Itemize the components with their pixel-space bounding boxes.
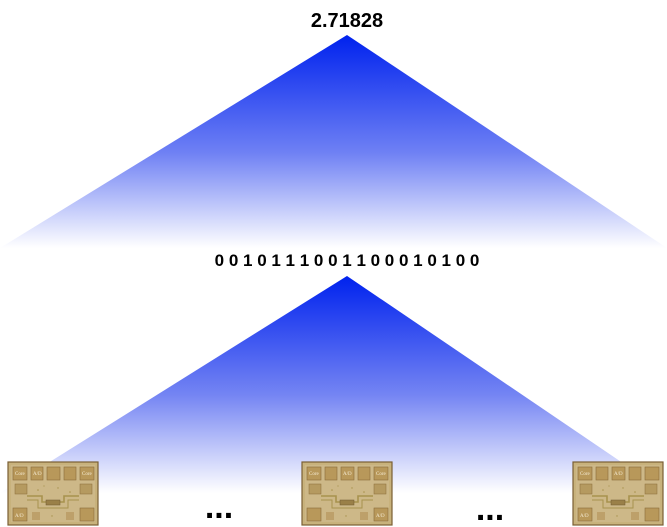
ellipsis-left: ... <box>205 488 233 526</box>
chip-label-ad: A/D <box>33 472 42 477</box>
chip-die-center: Core A/D Core A/D <box>301 461 393 526</box>
chip-label-ad: A/D <box>343 472 352 477</box>
chip-label-ad: A/D <box>580 514 589 519</box>
bit-string-label: 0 0 1 0 1 1 1 0 0 1 1 0 0 0 1 0 1 0 0 <box>215 251 480 270</box>
top-value-label: 2.71828 <box>311 10 383 32</box>
chip-label-ad: A/D <box>614 472 623 477</box>
upper-abstraction-triangle <box>0 35 667 248</box>
chip-die-left: Core A/D Core A/D <box>7 461 99 526</box>
chip-label-core: Core <box>376 472 387 477</box>
chip-label-core: Core <box>309 472 320 477</box>
chip-label-core: Core <box>82 472 93 477</box>
chip-label-core: Core <box>15 472 26 477</box>
ellipsis-right: ... <box>476 490 504 527</box>
lower-abstraction-triangle <box>0 276 667 493</box>
chip-label-ad: A/D <box>15 514 24 519</box>
chip-die-right: Core A/D A/D <box>572 461 664 526</box>
chip-label-core: Core <box>580 472 591 477</box>
chip-label-ad: A/D <box>376 514 385 519</box>
